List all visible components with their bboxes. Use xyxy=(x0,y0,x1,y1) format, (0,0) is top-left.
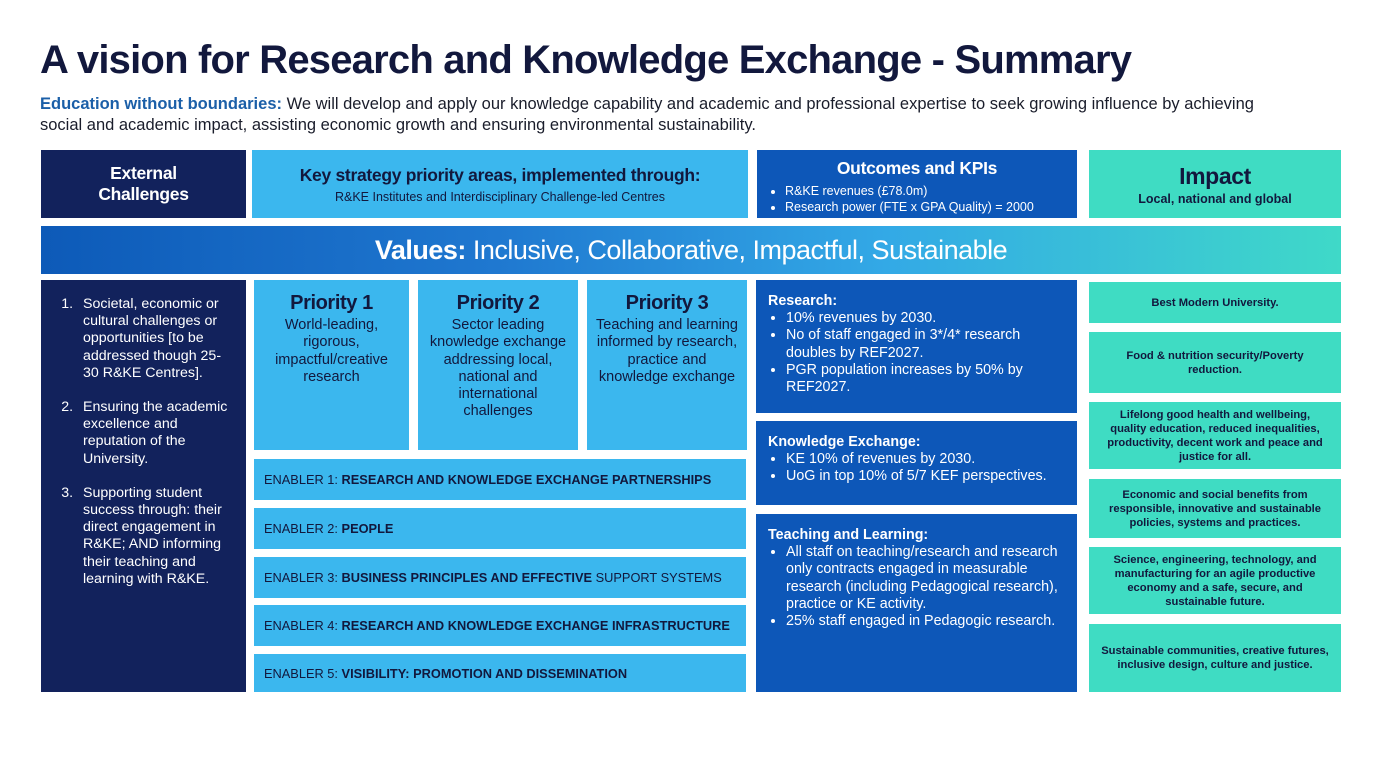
priority-description: Teaching and learning informed by resear… xyxy=(596,317,738,385)
outcomes-title: Outcomes and KPIs xyxy=(836,158,998,178)
impact-title: Impact xyxy=(1179,162,1251,189)
impact-item: Lifelong good health and wellbeing, qual… xyxy=(1089,402,1341,469)
key-strategy-header: Key strategy priority areas, implemented… xyxy=(252,150,748,218)
impact-item: Food & nutrition security/Poverty reduct… xyxy=(1089,332,1341,393)
outcome-teaching-box: Teaching and Learning: All staff on teac… xyxy=(756,514,1077,692)
enabler-5: ENABLER 5: VISIBILITY: PROMOTION AND DIS… xyxy=(254,654,746,692)
values-label: Values: xyxy=(374,234,467,265)
priority-title: Priority 2 xyxy=(456,292,540,314)
enabler-name: RESEARCH AND KNOWLEDGE EXCHANGE PARTNERS… xyxy=(341,472,712,487)
impact-item: Economic and social benefits from respon… xyxy=(1089,479,1341,538)
values-banner: Values:Inclusive, Collaborative, Impactf… xyxy=(41,226,1341,274)
outcome-ke-box: Knowledge Exchange: KE 10% of revenues b… xyxy=(756,421,1077,505)
page-title: A vision for Research and Knowledge Exch… xyxy=(40,38,1132,82)
outcome-title: Teaching and Learning: xyxy=(768,527,929,543)
kpi-item: R&KE revenues (£78.0m) xyxy=(785,183,1067,199)
enabler-prefix: ENABLER 4: xyxy=(264,618,342,633)
key-strategy-title: Key strategy priority areas, implemented… xyxy=(299,164,701,185)
enabler-3: ENABLER 3: BUSINESS PRINCIPLES AND EFFEC… xyxy=(254,557,746,598)
priority-description: Sector leading knowledge exchange addres… xyxy=(429,317,567,420)
enabler-prefix: ENABLER 3: xyxy=(264,570,342,585)
enabler-suffix: SUPPORT SYSTEMS xyxy=(592,570,722,585)
outcome-item: KE 10% of revenues by 2030. xyxy=(786,451,1065,468)
enabler-4: ENABLER 4: RESEARCH AND KNOWLEDGE EXCHAN… xyxy=(254,605,746,646)
outcome-item: UoG in top 10% of 5/7 KEF perspectives. xyxy=(786,468,1065,485)
enabler-prefix: ENABLER 2: xyxy=(264,521,342,536)
priority-2-box: Priority 2 Sector leading knowledge exch… xyxy=(418,280,578,450)
challenge-item: Supporting student success through: thei… xyxy=(77,485,236,588)
kpi-item: Research power (FTE x GPA Quality) = 200… xyxy=(785,199,1067,215)
enabler-name: RESEARCH AND KNOWLEDGE EXCHANGE INFRASTR… xyxy=(341,618,730,633)
priority-1-box: Priority 1 World-leading, rigorous, impa… xyxy=(254,280,409,450)
impact-subtitle: Local, national and global xyxy=(1138,191,1292,206)
outcome-item: 10% revenues by 2030. xyxy=(786,310,1065,327)
outcomes-header: Outcomes and KPIs R&KE revenues (£78.0m)… xyxy=(757,150,1077,218)
outcome-item: PGR population increases by 50% by REF20… xyxy=(786,362,1065,396)
enabler-name: BUSINESS PRINCIPLES AND EFFECTIVE xyxy=(341,570,593,585)
impact-item: Science, engineering, technology, and ma… xyxy=(1089,547,1341,614)
external-challenges-header: External Challenges xyxy=(41,150,246,218)
enabler-prefix: ENABLER 5: xyxy=(264,665,342,681)
enabler-name: PEOPLE xyxy=(341,521,394,536)
impact-header: Impact Local, national and global xyxy=(1089,150,1341,218)
impact-item: Best Modern University. xyxy=(1089,282,1341,323)
outcome-item: All staff on teaching/research and resea… xyxy=(786,544,1065,613)
key-strategy-subtitle: R&KE Institutes and Interdisciplinary Ch… xyxy=(334,189,666,204)
values-text: Inclusive, Collaborative, Impactful, Sus… xyxy=(472,234,1008,265)
priority-title: Priority 3 xyxy=(625,292,709,314)
external-challenges-title: External Challenges xyxy=(98,163,189,204)
priority-description: World-leading, rigorous, impactful/creat… xyxy=(275,317,388,385)
enabler-2: ENABLER 2: PEOPLE xyxy=(254,508,746,549)
external-challenges-list: Societal, economic or cultural challenge… xyxy=(41,280,246,692)
enabler-name: VISIBILITY: PROMOTION AND DISSEMINATION xyxy=(341,665,628,681)
outcome-item: 25% staff engaged in Pedagogic research. xyxy=(786,613,1065,630)
outcomes-kpi-list: R&KE revenues (£78.0m) Research power (F… xyxy=(767,183,1067,215)
intro-body: We will develop and apply our knowledge … xyxy=(40,95,1254,134)
enabler-1: ENABLER 1: RESEARCH AND KNOWLEDGE EXCHAN… xyxy=(254,459,746,500)
challenge-item: Societal, economic or cultural challenge… xyxy=(77,296,236,382)
impact-item: Sustainable communities, creative future… xyxy=(1089,624,1341,692)
priority-title: Priority 1 xyxy=(290,292,373,314)
enabler-prefix: ENABLER 1: xyxy=(264,472,342,487)
intro-text: Education without boundaries: We will de… xyxy=(40,94,1290,136)
outcome-title: Research: xyxy=(768,293,838,309)
priority-3-box: Priority 3 Teaching and learning informe… xyxy=(587,280,747,450)
outcome-item: No of staff engaged in 3*/4* research do… xyxy=(786,327,1065,361)
outcome-research-box: Research: 10% revenues by 2030. No of st… xyxy=(756,280,1077,413)
intro-lead: Education without boundaries: xyxy=(40,95,282,113)
challenge-item: Ensuring the academic excellence and rep… xyxy=(77,399,236,468)
outcome-title: Knowledge Exchange: xyxy=(768,434,921,450)
